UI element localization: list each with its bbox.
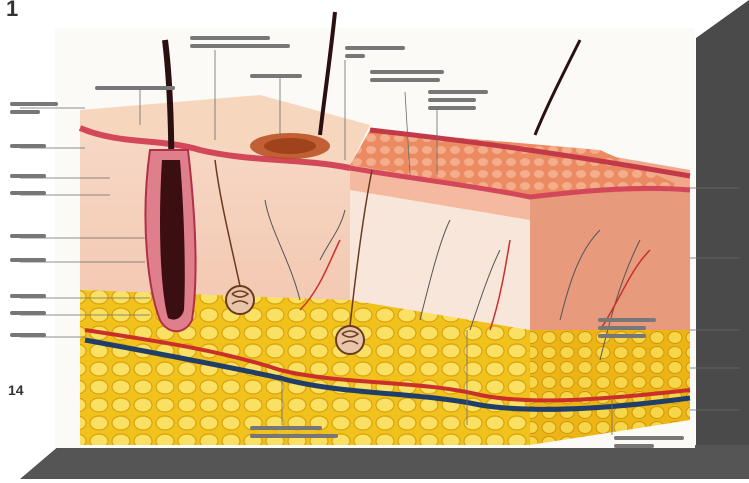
corner-mark-bottom: 14 [8,382,24,398]
right-shadow [696,0,749,479]
bottom-shadow [20,445,749,479]
corner-mark-top: 1 [6,0,18,22]
